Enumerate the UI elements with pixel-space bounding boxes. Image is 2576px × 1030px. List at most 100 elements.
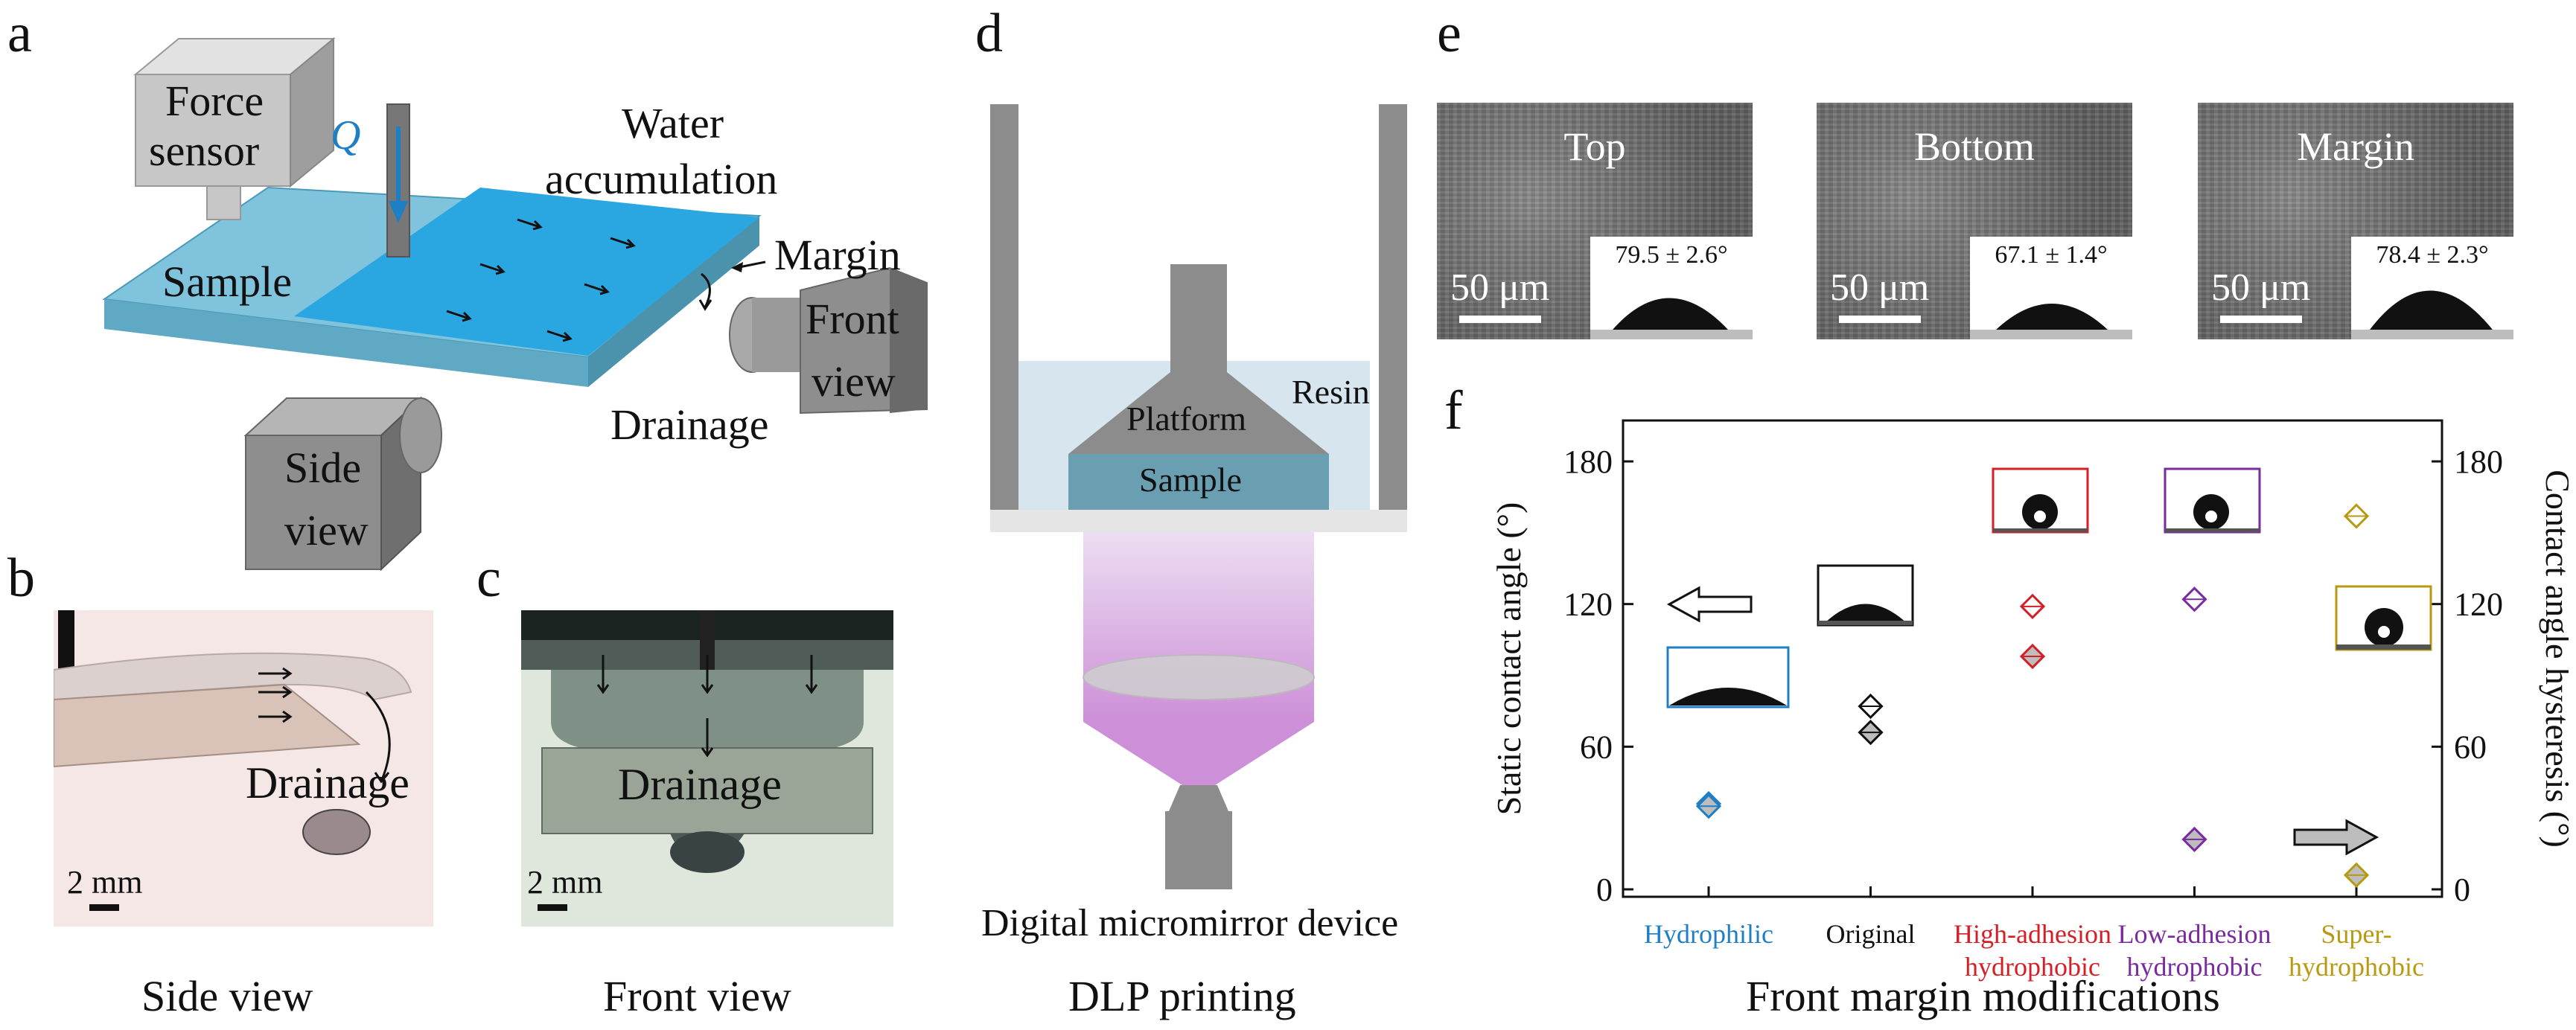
uv-beam-cone — [1083, 722, 1314, 785]
a-side-view-2: view — [284, 506, 369, 554]
a-drainage: Drainage — [610, 400, 769, 449]
b-drainage-label: Drainage — [246, 758, 409, 807]
y-tick-label-3: 180 — [1563, 444, 1613, 480]
dmd-neck — [1169, 785, 1228, 811]
inset-low-adhesion — [2164, 467, 2261, 534]
category-label-2-line-0: High-adhesion — [1954, 919, 2111, 949]
a-side-view-1: Side — [284, 444, 361, 492]
category-label-4-line-1: hydrophobic — [2289, 952, 2424, 982]
side-camera-lens — [399, 397, 442, 473]
a-front-view-1: Front — [806, 295, 899, 343]
sensor-stem — [206, 185, 241, 220]
sem-bottom-droplet-inset: 67.1 ± 1.4° — [1970, 237, 2132, 339]
y-tick-label-2: 120 — [1563, 586, 1613, 623]
marker-s0-4 — [2343, 503, 2370, 529]
sem-bottom-title: Bottom — [1913, 124, 2035, 169]
category-label-4: Super-hydrophobic — [2289, 919, 2424, 982]
a-front-view-2: view — [812, 357, 896, 406]
inset-high-adhesion — [1992, 467, 2089, 534]
force-sensor-side — [290, 36, 334, 188]
category-label-2-line-1: hydrophobic — [1965, 952, 2100, 982]
side-view-photo: Drainage 2 mm — [54, 610, 433, 927]
y-tick-label-1: 60 — [1580, 729, 1613, 765]
y2-tick-label-2: 120 — [2454, 586, 2503, 623]
y2-axis-label: Contact angle hysteresis (°) — [2539, 470, 2569, 848]
dlp-schematic: Resin Platform Sample — [990, 104, 1407, 889]
c-caption: Front view — [603, 972, 791, 1020]
left-axis-ticks: 0 60 120 180 — [1563, 444, 1633, 908]
printed-sample — [1068, 454, 1329, 510]
sample-plate-front — [104, 299, 588, 387]
sem-margin: Margin 50 μm 78.4 ± 2.3° — [2198, 103, 2513, 339]
y2-tick-label-1: 60 — [2454, 729, 2487, 765]
d-device-label: Digital micromirror device — [981, 902, 1399, 944]
a-flow-q: Q — [331, 112, 360, 159]
sem-margin-title: Margin — [2297, 124, 2414, 169]
panel-f-label: f — [1444, 380, 1463, 441]
inset-hydrophilic — [1666, 646, 1790, 708]
marker-s0-2 — [2019, 593, 2046, 619]
lens — [1083, 654, 1315, 700]
f-caption: Front margin modifications — [1746, 972, 2220, 1020]
right-axis-ticks: 0 60 120 180 — [2432, 444, 2503, 908]
category-label-0-line-0: Hydrophilic — [1644, 919, 1773, 949]
platform — [1068, 372, 1329, 454]
b-caption: Side view — [141, 972, 313, 1020]
sem-top-scale: 50 μm — [1450, 266, 1550, 309]
water-layer — [294, 188, 759, 356]
inset-original — [1817, 564, 1914, 627]
y-tick-label-0: 0 — [1596, 871, 1613, 908]
sem-margin-scale: 50 μm — [2211, 266, 2311, 309]
panel-a-schematic: Force sensor Q Water accumulation Sample… — [102, 36, 928, 572]
platform-stem — [1170, 264, 1227, 372]
d-platform: Platform — [1126, 400, 1246, 438]
sem-top-angle: 79.5 ± 2.6° — [1615, 241, 1728, 269]
marker-s0-3 — [2181, 586, 2207, 612]
category-label-0: Hydrophilic — [1644, 919, 1773, 949]
d-sample: Sample — [1139, 461, 1242, 499]
sample-plate-side — [588, 216, 759, 387]
category-label-1-line-0: Original — [1826, 919, 1916, 949]
a-sample: Sample — [162, 258, 292, 306]
left-axis-arrow — [1666, 586, 1753, 623]
marker-s0-1 — [1858, 693, 1884, 720]
sem-margin-droplet-inset: 78.4 ± 2.3° — [2351, 237, 2513, 339]
b-flow-arrows — [258, 667, 391, 784]
sem-bottom-angle: 67.1 ± 1.4° — [1995, 241, 2108, 269]
panel-c-label: c — [476, 548, 501, 609]
d-caption: DLP printing — [1068, 972, 1296, 1020]
a-water-1: Water — [622, 99, 724, 147]
sem-margin-angle: 78.4 ± 2.3° — [2376, 241, 2489, 269]
vat-bottom — [990, 510, 1407, 532]
front-view-photo: Drainage 2 mm — [521, 610, 893, 927]
panel-a-label: a — [7, 3, 32, 64]
c-scale-label: 2 mm — [527, 864, 603, 901]
sem-top-droplet-inset: 79.5 ± 2.6° — [1590, 237, 1753, 339]
front-camera-side — [890, 268, 927, 413]
panel-b-label: b — [7, 548, 35, 609]
sem-margin-scalebar — [2220, 316, 2302, 323]
a-margin: Margin — [774, 231, 901, 279]
y2-tick-label-3: 180 — [2454, 444, 2503, 480]
inset-superhydrophobic — [2335, 585, 2432, 651]
x-axis-ticks — [1707, 886, 2358, 897]
y2-tick-label-0: 0 — [2454, 871, 2470, 908]
sem-top: Top 50 μm 79.5 ± 2.6° — [1437, 103, 1753, 339]
sem-top-title: Top — [1563, 124, 1626, 169]
category-label-3-line-0: Low-adhesion — [2118, 919, 2271, 949]
sem-bottom: Bottom 50 μm 67.1 ± 1.4° — [1817, 103, 2132, 339]
a-force-sensor-2: sensor — [149, 127, 259, 175]
a-water-2: accumulation — [545, 155, 777, 203]
right-axis-arrow — [2293, 819, 2379, 856]
sem-bottom-scale: 50 μm — [1830, 266, 1930, 309]
vat-left-wall — [990, 104, 1018, 510]
data-markers — [1695, 503, 2370, 888]
vat-right-wall — [1379, 104, 1407, 510]
panel-d-label: d — [975, 3, 1003, 64]
sem-top-scalebar — [1459, 316, 1541, 323]
panel-e-label: e — [1437, 3, 1461, 64]
